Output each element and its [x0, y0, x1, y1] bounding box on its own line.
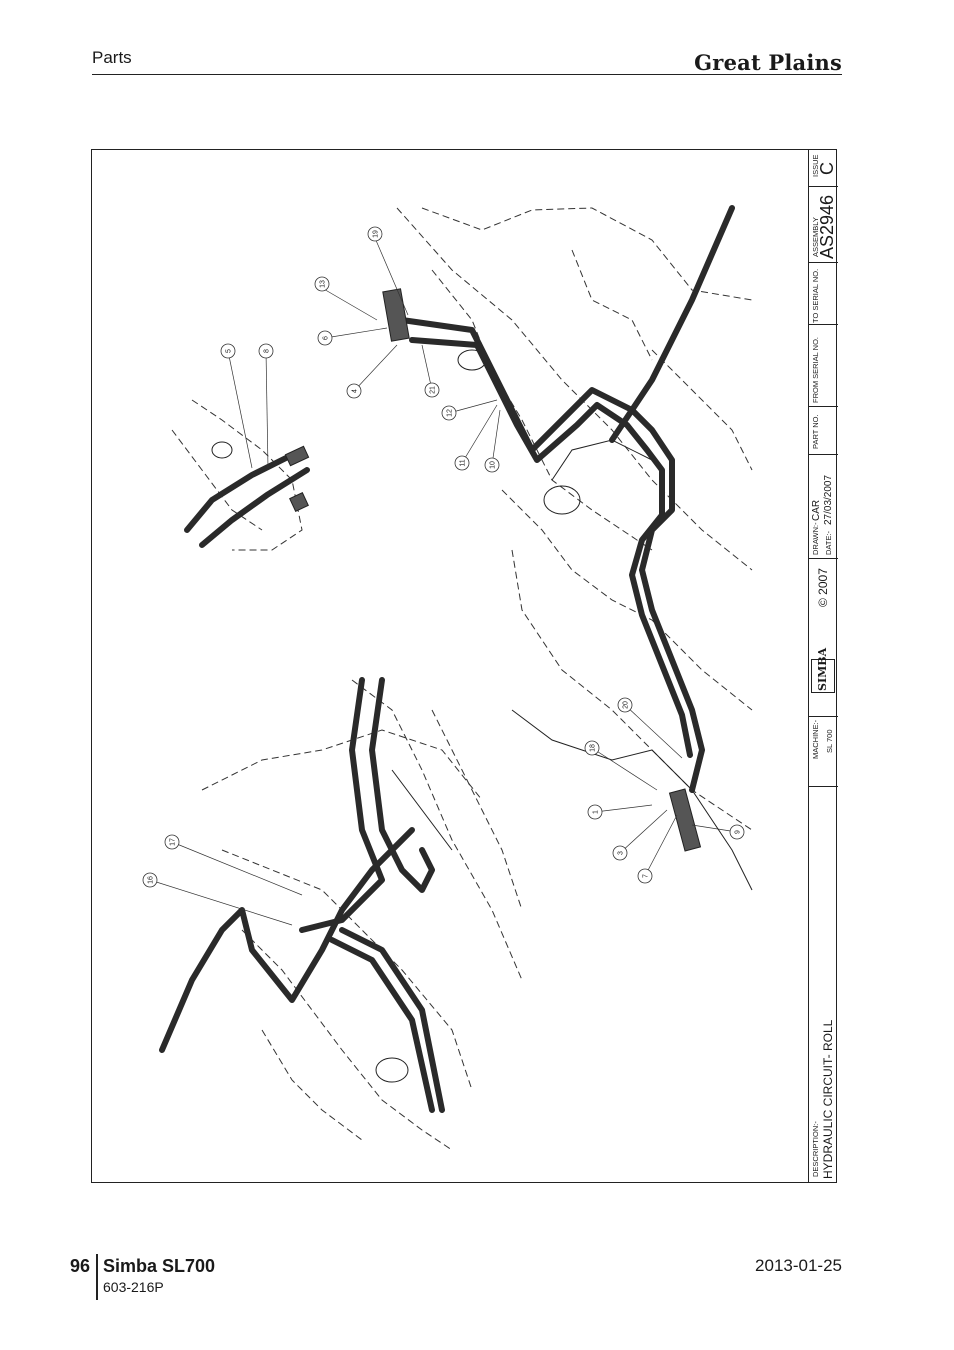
callout-leaders: [149, 237, 738, 926]
callout-label: 17: [170, 838, 177, 846]
hydraulic-hose-main: [399, 205, 735, 793]
footer-code: 603-216P: [103, 1279, 164, 1295]
tb-drawn-cell: DRAWN:- CAR DATE:- 27/03/2007: [809, 455, 838, 559]
tb-machine-cell: MACHINE:- SL 700: [809, 717, 838, 787]
tb-description-cell: DESCRIPTION:- HYDRAULIC CIRCUIT- ROLL: [809, 787, 838, 1183]
callout-label: 5: [226, 349, 233, 353]
callout-19: 19: [367, 226, 383, 242]
callout-21: 21: [424, 382, 440, 398]
chassis-outline-solid: [211, 349, 753, 1083]
footer-date: 2013-01-25: [755, 1256, 842, 1275]
simba-logo-text: SIMBA: [816, 647, 829, 691]
issue-value: C: [817, 162, 837, 175]
footer-divider: [96, 1254, 98, 1300]
callout-label: 3: [618, 851, 625, 855]
callout-7: 7: [637, 868, 653, 884]
footer-page-number: 96: [70, 1256, 91, 1276]
callout-3: 3: [612, 845, 628, 861]
callout-label: 16: [148, 876, 155, 884]
from-serial-label: FROM SERIAL NO.: [811, 337, 820, 403]
callout-18: 18: [584, 740, 600, 756]
to-serial-label: TO SERIAL NO.: [811, 268, 820, 323]
tb-from-serial-cell: FROM SERIAL NO.: [809, 325, 838, 407]
callout-label: 1: [593, 810, 600, 814]
callout-9: 9: [729, 824, 745, 840]
footer-product: Simba SL700: [103, 1256, 216, 1276]
callout-label: 11: [460, 459, 467, 466]
machine-value: SL 700: [825, 729, 834, 754]
drawn-label: DRAWN:-: [811, 522, 820, 555]
hydraulic-hose-lower: [159, 677, 445, 1113]
callout-label: 13: [320, 280, 327, 288]
part-no-label: PART NO.: [811, 414, 820, 449]
tb-logo-cell: SIMBA © 2007: [809, 559, 838, 717]
machine-label: MACHINE:-: [811, 719, 820, 759]
callout-label: 7: [643, 874, 650, 878]
callout-label: 4: [352, 389, 359, 393]
date-label: DATE:-: [824, 530, 833, 555]
callout-20: 20: [617, 697, 633, 713]
callout-13: 13: [314, 276, 330, 292]
tb-to-serial-cell: TO SERIAL NO.: [809, 263, 838, 325]
header-section: Parts: [92, 48, 132, 67]
callout-1: 1: [587, 804, 603, 820]
callout-4: 4: [346, 383, 362, 399]
callout-label: 18: [590, 744, 597, 752]
callout-5: 5: [220, 343, 236, 359]
description-label: DESCRIPTION:-: [811, 1121, 820, 1177]
callout-label: 9: [735, 830, 742, 834]
callout-label: 6: [323, 336, 330, 340]
callout-11: 11: [454, 455, 470, 471]
tb-issue-cell: ISSUE C: [809, 149, 838, 187]
callout-label: 10: [490, 461, 497, 469]
callout-label: 8: [264, 349, 271, 353]
callout-6: 6: [317, 330, 333, 346]
assembly-value: AS2946: [817, 194, 837, 259]
callout-17: 17: [164, 834, 180, 850]
hydraulic-hose-detail: [184, 452, 310, 548]
callout-10: 10: [484, 457, 500, 473]
date-value: 27/03/2007: [823, 474, 834, 525]
tb-part-no-cell: PART NO.: [809, 407, 838, 455]
copyright-text: © 2007: [816, 568, 830, 607]
callout-16: 16: [142, 872, 158, 888]
callout-label: 21: [430, 386, 437, 394]
callout-8: 8: [258, 343, 274, 359]
callout-12: 12: [441, 405, 457, 421]
header-rule: [92, 74, 842, 75]
drawn-value: CAR: [811, 499, 822, 521]
callout-label: 20: [623, 701, 630, 709]
description-value: HYDRAULIC CIRCUIT- ROLL: [821, 1019, 835, 1179]
tb-assembly-cell: ASSEMBLY AS2946: [809, 187, 838, 263]
callout-label: 12: [447, 409, 454, 417]
callout-label: 19: [373, 230, 380, 238]
title-block: ISSUE C ASSEMBLY AS2946 TO SERIAL NO. FR…: [808, 149, 838, 1183]
header-brand-logo: Great Plains: [694, 50, 842, 75]
simba-logo: SIMBA: [811, 648, 835, 693]
